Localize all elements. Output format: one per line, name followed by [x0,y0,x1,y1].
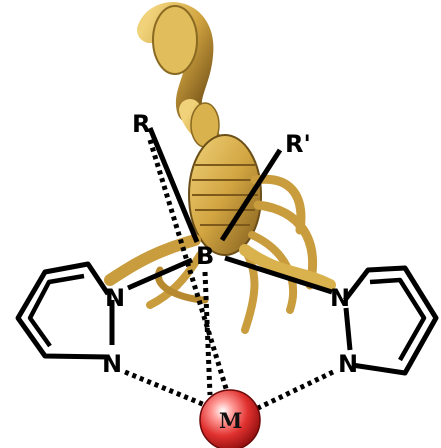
dotted-bond-n-right-m [258,372,333,408]
nitrogen-left-lower-label: N [102,350,122,378]
metal-label: M [219,408,242,433]
dotted-bond-n-left-m [125,372,205,405]
nitrogen-right-lower-label: N [338,350,358,378]
nitrogen-right-upper-label: N [330,284,350,312]
right-pyrazole-ring [345,268,436,373]
left-pyrazole-ring [18,264,112,357]
substituent-r-label: R [132,110,150,138]
boron-label: B [196,242,214,270]
nitrogen-left-upper-label: N [105,284,125,312]
substituent-r-prime-label: R' [285,130,311,158]
